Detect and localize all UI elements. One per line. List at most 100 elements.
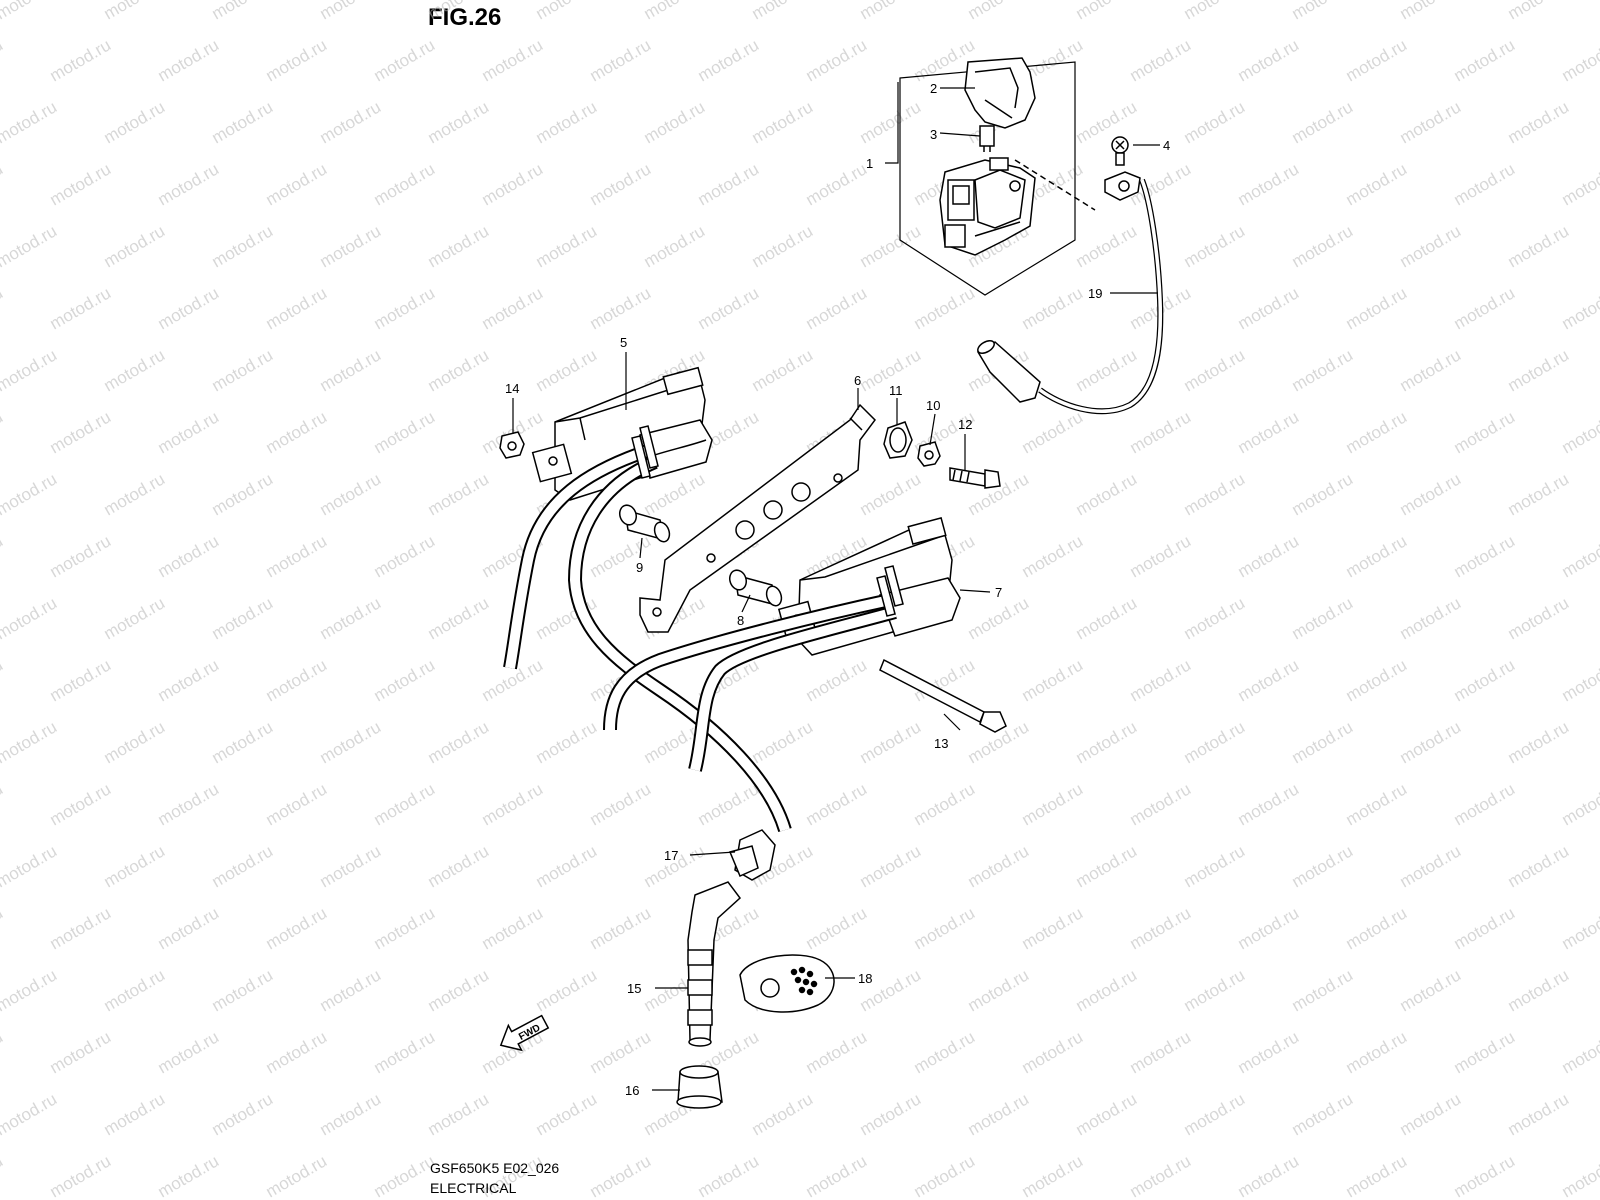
- watermark-text: motod.ru: [0, 283, 6, 333]
- watermark-text: motod.ru: [101, 221, 169, 271]
- watermark-text: motod.ru: [47, 1151, 115, 1200]
- watermark-text: motod.ru: [209, 221, 277, 271]
- watermark-text: motod.ru: [0, 35, 6, 85]
- watermark-text: motod.ru: [1127, 903, 1195, 953]
- watermark-text: motod.ru: [1397, 1089, 1465, 1139]
- watermark-text: motod.ru: [1451, 283, 1519, 333]
- watermark-text: motod.ru: [533, 965, 601, 1015]
- watermark-text: motod.ru: [1019, 407, 1087, 457]
- starter-relay-group: [899, 57, 1164, 415]
- cord-clips: [631, 425, 904, 617]
- watermark-text: motod.ru: [317, 345, 385, 395]
- watermark-text: motod.ru: [0, 531, 6, 581]
- callout-9: 9: [636, 560, 643, 575]
- watermark-text: motod.ru: [101, 717, 169, 767]
- watermark-text: motod.ru: [803, 283, 871, 333]
- watermark-text: motod.ru: [803, 1027, 871, 1077]
- watermark-text: motod.ru: [857, 97, 925, 147]
- watermark-text: motod.ru: [1559, 1151, 1600, 1200]
- watermark-text: motod.ru: [263, 35, 331, 85]
- watermark-text: motod.ru: [47, 283, 115, 333]
- callout-3: 3: [930, 127, 937, 142]
- nut-14: [499, 431, 525, 459]
- watermark-text: motod.ru: [1235, 779, 1303, 829]
- watermark-text: motod.ru: [425, 221, 493, 271]
- watermark-text: motod.ru: [1289, 345, 1357, 395]
- watermark-text: motod.ru: [1073, 345, 1141, 395]
- watermark-text: motod.ru: [1505, 593, 1573, 643]
- watermark-text: motod.ru: [1397, 97, 1465, 147]
- watermark-text: motod.ru: [1505, 1089, 1573, 1139]
- watermark-text: motod.ru: [0, 0, 60, 23]
- watermark-text: motod.ru: [263, 531, 331, 581]
- watermark-text: motod.ru: [803, 903, 871, 953]
- watermark-text: motod.ru: [263, 1027, 331, 1077]
- watermark-text: motod.ru: [1451, 407, 1519, 457]
- watermark-text: motod.ru: [263, 1151, 331, 1200]
- grommet-18: [739, 954, 835, 1013]
- watermark-text: motod.ru: [911, 283, 979, 333]
- watermark-text: motod.ru: [1235, 1151, 1303, 1200]
- watermark-text: motod.ru: [155, 655, 223, 705]
- watermark-text: motod.ru: [1397, 469, 1465, 519]
- watermark-text: motod.ru: [1181, 841, 1249, 891]
- watermark-text: motod.ru: [1235, 159, 1303, 209]
- watermark-text: motod.ru: [0, 593, 60, 643]
- watermark-text: motod.ru: [1127, 655, 1195, 705]
- terminal-screw: [1111, 136, 1129, 166]
- watermark-text: motod.ru: [1073, 0, 1141, 23]
- watermark-text: motod.ru: [1127, 531, 1195, 581]
- watermark-text: motod.ru: [209, 717, 277, 767]
- relay-cap: [964, 57, 1036, 129]
- watermark-text: motod.ru: [1343, 283, 1411, 333]
- watermark-text: motod.ru: [1343, 655, 1411, 705]
- watermark-text: motod.ru: [0, 159, 6, 209]
- watermark-text: motod.ru: [749, 221, 817, 271]
- watermark-text: motod.ru: [1073, 717, 1141, 767]
- watermark-text: motod.ru: [1073, 1089, 1141, 1139]
- plug-cap-seal-16: [676, 1065, 723, 1109]
- callout-19: 19: [1088, 286, 1102, 301]
- watermark-text: motod.ru: [1505, 221, 1573, 271]
- watermark-text: motod.ru: [1019, 1151, 1087, 1200]
- watermark-text: motod.ru: [965, 593, 1033, 643]
- watermark-text: motod.ru: [479, 903, 547, 953]
- watermark-text: motod.ru: [371, 1027, 439, 1077]
- relay-outline-box: [899, 61, 1076, 296]
- watermark-text: motod.ru: [1019, 779, 1087, 829]
- watermark-text: motod.ru: [1289, 965, 1357, 1015]
- watermark-text: motod.ru: [1235, 1027, 1303, 1077]
- watermark-text: motod.ru: [1559, 1027, 1600, 1077]
- watermark-text: motod.ru: [1073, 841, 1141, 891]
- watermark-text: motod.ru: [155, 903, 223, 953]
- watermark-text: motod.ru: [911, 1151, 979, 1200]
- watermark-text: motod.ru: [209, 965, 277, 1015]
- watermark-text: motod.ru: [1451, 1151, 1519, 1200]
- watermark-text: motod.ru: [1127, 779, 1195, 829]
- watermark-text: motod.ru: [1019, 903, 1087, 953]
- watermark-text: motod.ru: [749, 345, 817, 395]
- watermark-text: motod.ru: [209, 97, 277, 147]
- watermark-text: motod.ru: [0, 407, 6, 457]
- watermark-text: motod.ru: [0, 469, 60, 519]
- cord-joint-17: [728, 829, 776, 881]
- watermark-text: motod.ru: [1181, 345, 1249, 395]
- watermark-text: motod.ru: [1451, 1027, 1519, 1077]
- watermark-text: motod.ru: [0, 965, 60, 1015]
- watermark-text: motod.ru: [1505, 469, 1573, 519]
- watermark-text: motod.ru: [1289, 841, 1357, 891]
- watermark-text: motod.ru: [1343, 407, 1411, 457]
- watermark-text: motod.ru: [1559, 35, 1600, 85]
- watermark-text: motod.ru: [371, 655, 439, 705]
- watermark-text: motod.ru: [371, 903, 439, 953]
- watermark-text: motod.ru: [803, 1151, 871, 1200]
- watermark-text: motod.ru: [155, 407, 223, 457]
- watermark-text: motod.ru: [587, 35, 655, 85]
- watermark-text: motod.ru: [425, 717, 493, 767]
- watermark-text: motod.ru: [1559, 655, 1600, 705]
- watermark-text: motod.ru: [1397, 593, 1465, 643]
- watermark-text: motod.ru: [1559, 779, 1600, 829]
- watermark-text: motod.ru: [1505, 841, 1573, 891]
- watermark-text: motod.ru: [0, 903, 6, 953]
- watermark-text: motod.ru: [1235, 531, 1303, 581]
